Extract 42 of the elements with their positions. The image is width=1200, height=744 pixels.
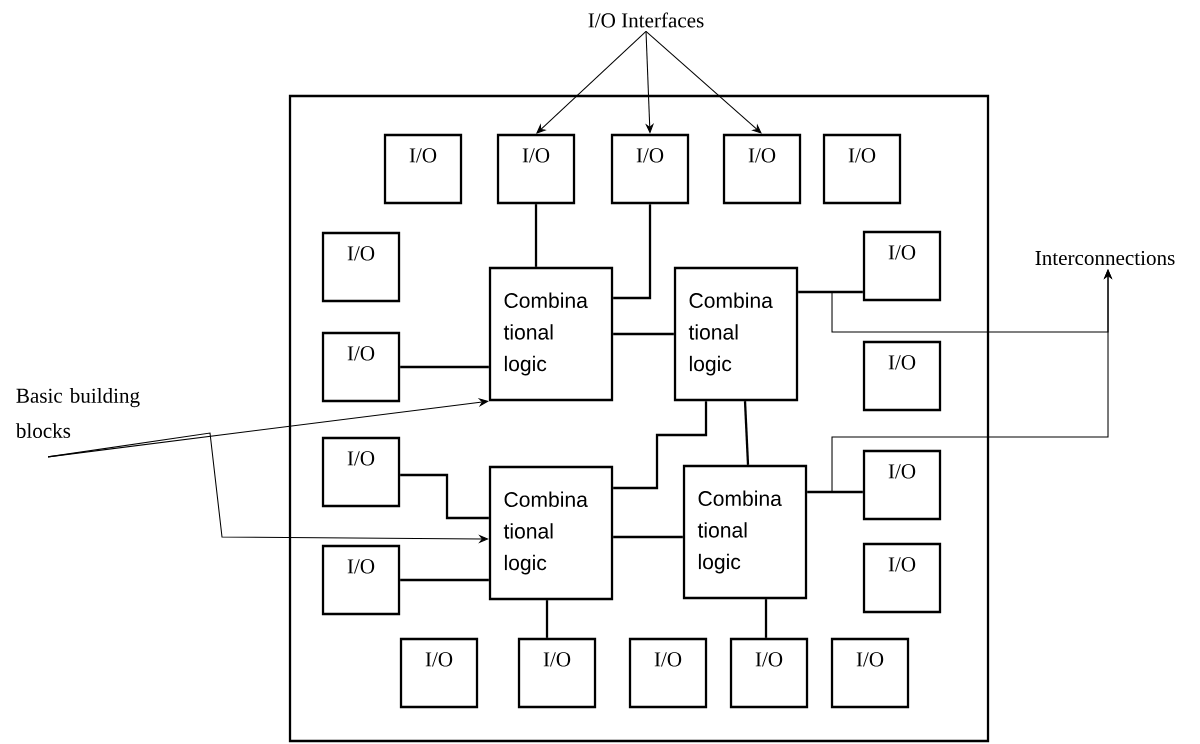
- arrow: [645, 30, 762, 134]
- wire: [400, 578, 489, 582]
- io-box: I/O: [321, 331, 401, 403]
- io-box: I/O: [610, 133, 690, 205]
- io-box: I/O: [399, 637, 479, 709]
- io-box: I/O: [383, 133, 463, 205]
- logic-block: Combina tional logic: [682, 464, 808, 600]
- arrow: [536, 30, 647, 134]
- io-box: I/O: [830, 637, 910, 709]
- io-box: I/O: [496, 133, 576, 205]
- wire: [764, 599, 768, 638]
- io-box: I/O: [862, 449, 942, 521]
- wire: [400, 365, 489, 369]
- io-box: I/O: [628, 637, 708, 709]
- wire: [545, 600, 549, 638]
- io-box: I/O: [862, 340, 942, 412]
- io-box: I/O: [862, 230, 942, 302]
- wire: [743, 401, 750, 465]
- wire: [798, 290, 863, 294]
- io-box: I/O: [321, 436, 401, 508]
- wire: [613, 535, 683, 539]
- wire: [613, 401, 708, 490]
- io-box: I/O: [862, 542, 942, 614]
- io-box: I/O: [722, 133, 802, 205]
- wire: [534, 204, 538, 267]
- io-box: I/O: [517, 637, 597, 709]
- logic-block: Combina tional logic: [488, 465, 614, 601]
- io-box: I/O: [321, 231, 401, 303]
- wire: [400, 473, 489, 520]
- io-box: I/O: [822, 133, 902, 205]
- io-box: I/O: [321, 544, 401, 616]
- callout-text: Interconnections: [1035, 250, 1175, 266]
- callout-text: Basic building blocks: [15, 388, 140, 438]
- arrow: [645, 30, 655, 134]
- logic-block: Combina tional logic: [488, 266, 614, 402]
- chip-outline: [288, 94, 990, 743]
- wire: [613, 204, 652, 300]
- wire: [807, 490, 863, 494]
- wire: [613, 332, 674, 336]
- callout-text: I/O Interfaces: [588, 12, 704, 28]
- io-box: I/O: [729, 637, 809, 709]
- logic-block: Combina tional logic: [673, 266, 799, 402]
